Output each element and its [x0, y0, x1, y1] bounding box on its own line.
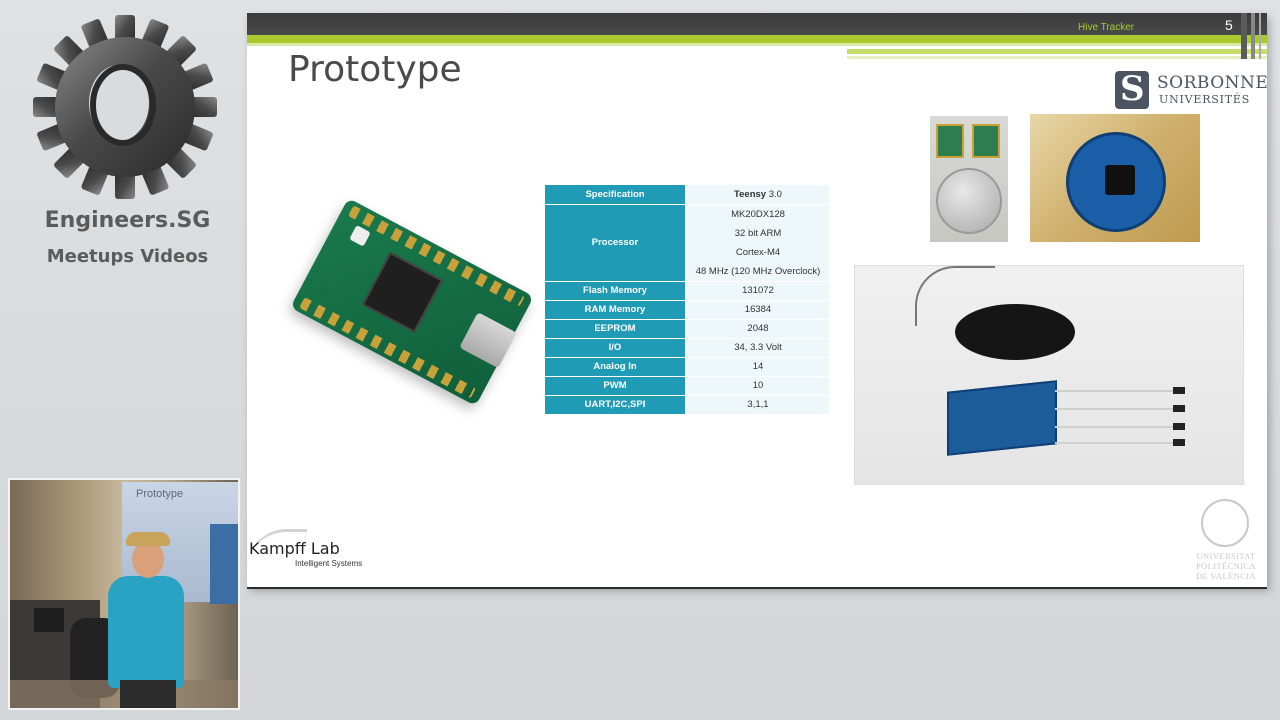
spec-row-value: 3,1,1: [686, 395, 829, 415]
spec-table-row: Processor MK20DX128 32 bit ARM Cortex-M4…: [545, 204, 829, 282]
sensor-wire: [1055, 408, 1175, 410]
slide-corner-bar: [1259, 13, 1261, 59]
sensor-tip: [1173, 423, 1185, 430]
kampff-lab-logo: Kampff Lab Intelligent Systems: [247, 523, 407, 573]
sensor-wire: [1055, 426, 1175, 428]
spec-table: Specification Teensy 3.0 Processor MK20D…: [545, 185, 829, 415]
spec-board-name: Teensy: [734, 188, 767, 200]
slide-accent-stripe: [247, 35, 1267, 43]
sorbonne-subtitle: UNIVERSITÉS: [1159, 93, 1251, 106]
mouse: [955, 304, 1075, 360]
slide-title: Prototype: [288, 49, 462, 90]
spec-table-header-row: Specification Teensy 3.0: [545, 185, 829, 205]
slide-corner-bar: [1241, 13, 1247, 59]
spec-processor-line: Cortex-M4: [735, 246, 781, 258]
sensor-chip: [936, 124, 964, 158]
speaker-legs: [120, 680, 176, 708]
spec-row-label: I/O: [545, 338, 687, 358]
spec-processor-label: Processor: [545, 204, 687, 282]
spec-table-row: UART,I2C,SPI 3,1,1: [545, 395, 829, 415]
slide-header-label: Hive Tracker: [1078, 22, 1135, 33]
presentation-slide: Hive Tracker 5 Prototype S SORBONNE UNIV…: [247, 13, 1268, 587]
spec-table-row: EEPROM 2048: [545, 319, 829, 339]
spec-board-version: 3.0: [766, 188, 782, 200]
teensy-usb-port: [459, 312, 517, 369]
spec-row-label: EEPROM: [545, 319, 687, 339]
sensor-wire: [1055, 442, 1175, 444]
spec-row-value: 34, 3.3 Volt: [686, 338, 829, 358]
slide-accent-stripe-light: [247, 43, 1267, 46]
coin-for-scale: [936, 168, 1002, 234]
spec-header-board: Teensy 3.0: [686, 185, 829, 205]
spec-row-value: 16384: [686, 300, 829, 320]
slide-accent-stripe-short: [847, 49, 1267, 54]
spec-processor-line: MK20DX128: [731, 208, 785, 220]
speaker-hat: [126, 532, 170, 546]
sensor-wire: [1055, 390, 1175, 392]
spec-row-value: 10: [686, 376, 829, 396]
prototype-with-mouse-photo: [855, 266, 1243, 484]
slide-accent-stripe-short-light: [847, 56, 1267, 59]
slide-corner-bar: [1251, 13, 1255, 59]
sensor-chip: [972, 124, 1000, 158]
spec-row-label: RAM Memory: [545, 300, 687, 320]
sorbonne-mark-letter: S: [1120, 69, 1145, 109]
spec-table-row: PWM 10: [545, 376, 829, 396]
sensor-tip: [1173, 439, 1185, 446]
upv-line: DE VALÈNCIA: [1195, 571, 1257, 581]
spec-table-row: Analog In 14: [545, 357, 829, 377]
prototype-pcb: [947, 380, 1057, 456]
speaker-head: [132, 540, 164, 578]
mouse-cable: [915, 266, 995, 326]
kampff-swoosh-icon: [247, 529, 307, 569]
slide-top-bar: [247, 13, 1267, 35]
slide-number: 5: [1225, 17, 1233, 33]
channel-name: Engineers.SG: [44, 208, 211, 233]
projector-screen-title: Prototype: [136, 488, 184, 500]
spec-processor-line: 48 MHz (120 MHz Overclock): [695, 265, 821, 277]
projector-strip: [210, 524, 238, 604]
spec-processor-line: 32 bit ARM: [734, 227, 782, 239]
round-pcb-chip: [1105, 165, 1135, 195]
teensy-board-photo: [267, 197, 547, 458]
sorbonne-name: SORBONNE: [1157, 73, 1269, 93]
spec-table-row: I/O 34, 3.3 Volt: [545, 338, 829, 358]
channel-subtitle: Meetups Videos: [46, 246, 209, 267]
spec-table-row: Flash Memory 131072: [545, 281, 829, 301]
spec-row-value: 2048: [686, 319, 829, 339]
spec-row-value: 14: [686, 357, 829, 377]
round-pcb: [1066, 132, 1166, 232]
upv-seal-icon: [1201, 499, 1249, 547]
sensor-tip: [1173, 405, 1185, 412]
sensor-tip: [1173, 387, 1185, 394]
spec-processor-value: MK20DX128 32 bit ARM Cortex-M4 48 MHz (1…: [686, 204, 829, 282]
upv-text: UNIVERSITAT POLITÈCNICA DE VALÈNCIA: [1189, 551, 1263, 581]
kampff-lab-name: Kampff Lab: [249, 539, 340, 558]
spec-header-label: Specification: [545, 185, 687, 205]
upv-logo: UNIVERSITAT POLITÈCNICA DE VALÈNCIA: [1189, 499, 1263, 583]
room-monitor: [34, 608, 64, 632]
upv-line: POLITÈCNICA: [1195, 561, 1257, 571]
upv-line: UNIVERSITAT: [1196, 551, 1256, 561]
spec-row-label: UART,I2C,SPI: [545, 395, 687, 415]
kampff-lab-subtitle: Intelligent Systems: [295, 559, 363, 568]
teensy-button: [349, 225, 371, 247]
sorbonne-mark-icon: S: [1115, 69, 1149, 109]
teensy-chip: [361, 251, 443, 333]
spec-table-row: RAM Memory 16384: [545, 300, 829, 320]
sorbonne-logo: S SORBONNE UNIVERSITÉS: [1115, 69, 1268, 111]
spec-row-label: Analog In: [545, 357, 687, 377]
channel-branding: Engineers.SG Meetups Videos: [0, 0, 247, 470]
teensy-pcb: [290, 197, 534, 407]
spec-row-label: Flash Memory: [545, 281, 687, 301]
spec-row-label: PWM: [545, 376, 687, 396]
round-board-photo: [1030, 114, 1200, 242]
spec-row-value: 131072: [686, 281, 829, 301]
gear-icon: [33, 15, 217, 199]
speaker-body: [108, 576, 184, 688]
sensor-chips-photo: [930, 116, 1008, 242]
speaker-webcam: Prototype: [8, 478, 240, 710]
